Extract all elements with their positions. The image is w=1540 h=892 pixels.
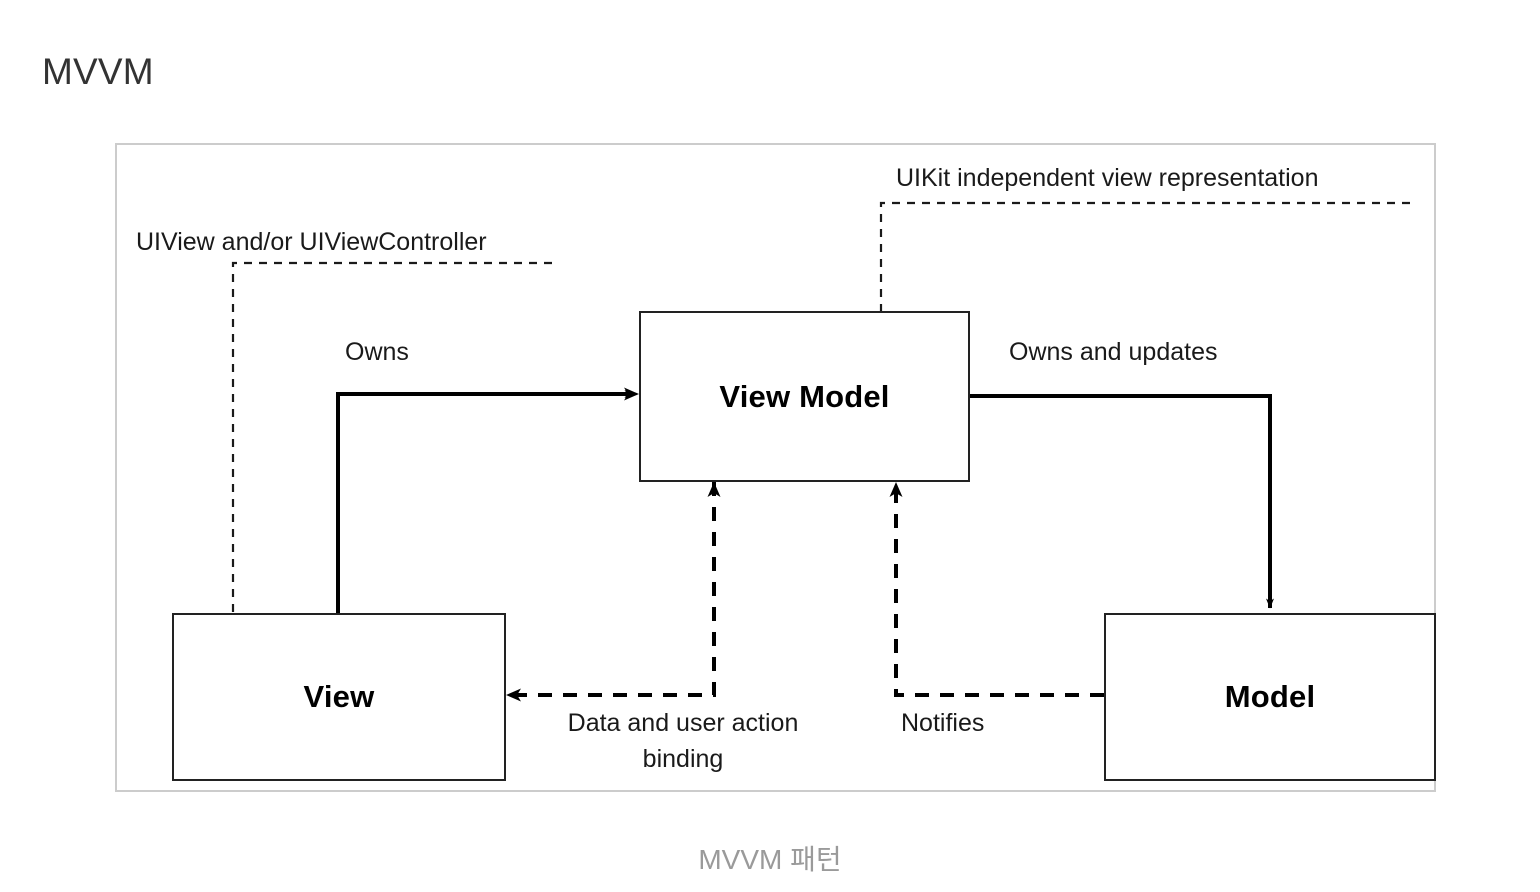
- edge-label-owns-and-updates: Owns and updates: [1009, 338, 1218, 366]
- annotation-label-uiview: UIView and/or UIViewController: [136, 228, 487, 256]
- node-view[interactable]: View: [172, 613, 506, 781]
- node-model[interactable]: Model: [1104, 613, 1436, 781]
- edge-label-data-binding: Data and user action binding: [567, 709, 799, 773]
- node-model-label: Model: [1224, 679, 1316, 714]
- node-view-model-label: View Model: [719, 378, 890, 414]
- figure-caption: MVVM 패턴: [698, 844, 842, 875]
- annotation-label-uikit: UIKit independent view representation: [896, 164, 1319, 192]
- edge-label-notifies: Notifies: [901, 709, 985, 737]
- page-title: MVVM: [42, 51, 154, 92]
- node-view-label: View: [303, 679, 375, 714]
- node-view-model[interactable]: View Model: [639, 311, 970, 482]
- edge-label-owns: Owns: [345, 338, 409, 366]
